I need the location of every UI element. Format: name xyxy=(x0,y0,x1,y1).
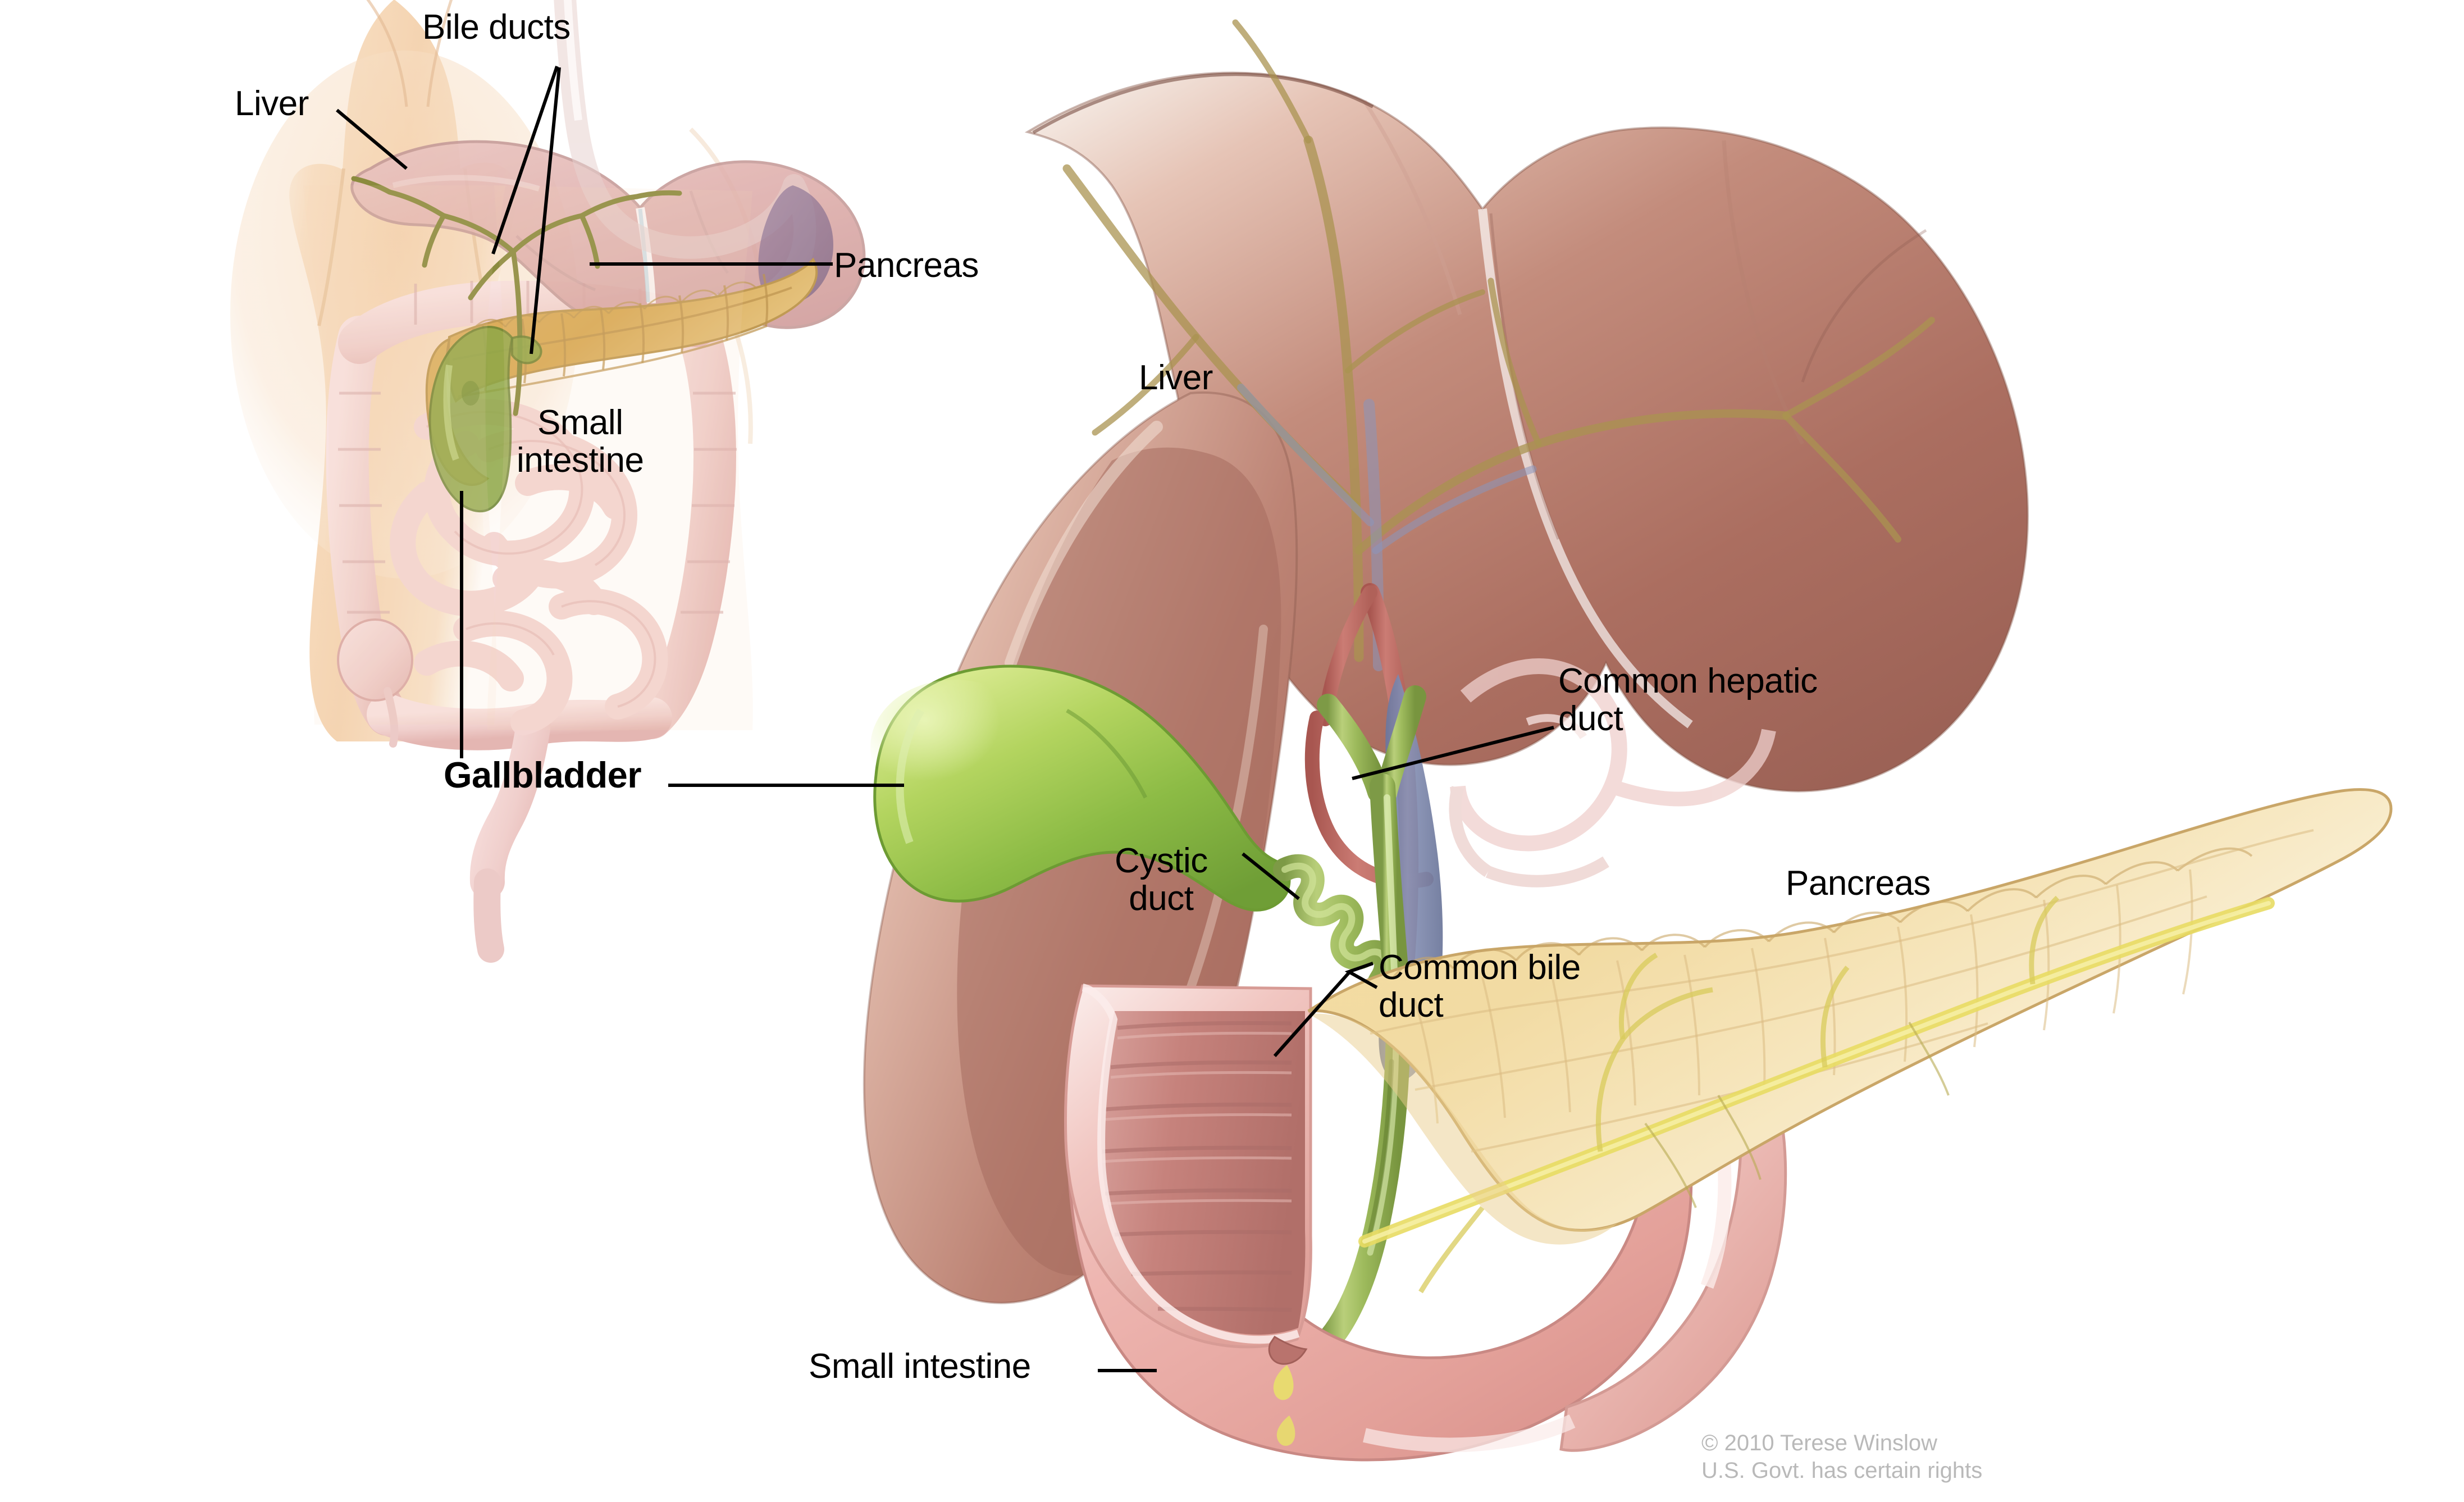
pancreas-organ xyxy=(1307,788,2393,1294)
label-liver-inset: Liver xyxy=(235,84,309,123)
label-cystic-duct-line2: duct xyxy=(1129,879,1194,918)
inset-leader-lines xyxy=(336,66,833,758)
leader-cystic-duct xyxy=(1242,852,1300,900)
label-small-intestine-main: Small intestine xyxy=(809,1347,1031,1386)
label-gallbladder: Gallbladder xyxy=(444,754,642,795)
leader-common-bile-duct-arrow xyxy=(1344,962,1378,989)
label-common-bile-duct-line2: duct xyxy=(1379,985,1444,1025)
copyright-line1: © 2010 Terese Winslow xyxy=(1701,1431,1938,1455)
label-bile-ducts-inset: Bile ducts xyxy=(422,8,571,47)
label-small-intestine-inset-line1: Small xyxy=(537,403,623,442)
intrahepatic-bile-ducts xyxy=(1062,19,1935,671)
label-liver-main: Liver xyxy=(1139,358,1213,397)
small-intestine-duodenum xyxy=(1064,984,1787,1462)
leader-liver-inset xyxy=(336,108,408,170)
leader-bileducts-upper xyxy=(491,66,559,254)
label-pancreas-main: Pancreas xyxy=(1786,864,1931,903)
label-small-intestine-inset-line2: intestine xyxy=(517,440,644,480)
label-common-hepatic-duct-line1: Common hepatic xyxy=(1558,662,1818,700)
stomach-pylorus-outline xyxy=(1449,658,1776,887)
label-common-hepatic-duct-line2: duct xyxy=(1558,699,1623,738)
leader-bileducts-lower xyxy=(530,67,561,354)
copyright-line2: U.S. Govt. has certain rights xyxy=(1701,1458,1983,1483)
main-leader-lines xyxy=(668,726,1554,1372)
label-common-bile-duct-line1: Common bile xyxy=(1379,948,1581,987)
gallbladder-organ xyxy=(870,664,1291,912)
leader-common-hepatic-duct xyxy=(1352,726,1554,780)
main-illustration-group xyxy=(863,19,2393,1462)
label-cystic-duct-line1: Cystic xyxy=(1115,841,1208,880)
liver-organ xyxy=(863,71,2029,1304)
leader-common-bile-duct xyxy=(1273,972,1350,1057)
torso-inset-group xyxy=(230,0,866,963)
label-pancreas-inset: Pancreas xyxy=(834,246,979,285)
gallbladder-inset xyxy=(428,326,542,513)
